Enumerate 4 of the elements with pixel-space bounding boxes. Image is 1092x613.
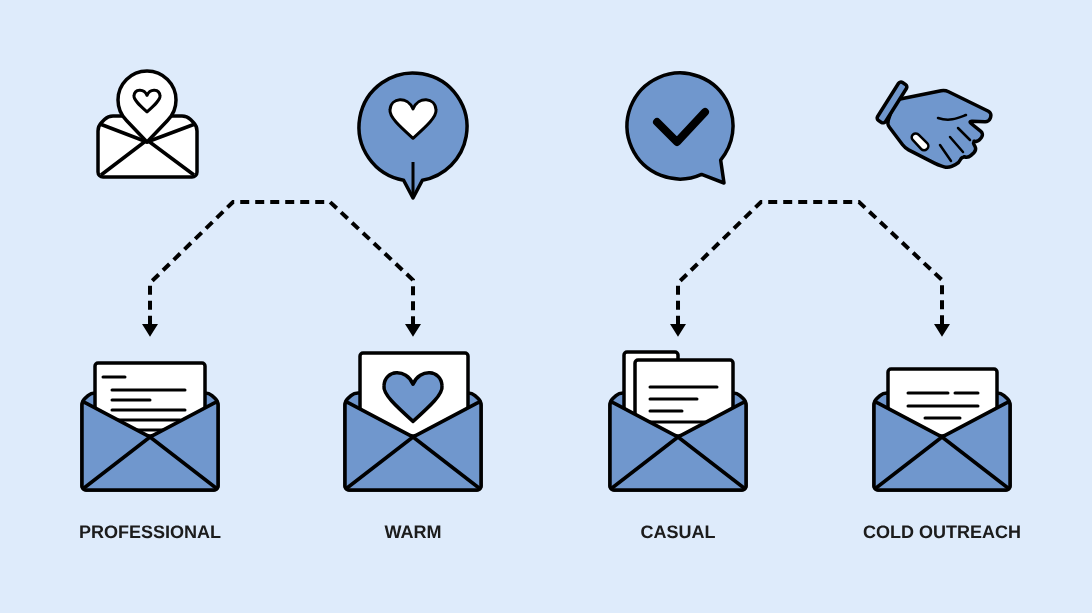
category-label: COLD OUTREACH xyxy=(863,525,1020,539)
category-label: CASUAL xyxy=(641,525,715,539)
category-label: PROFESSIONAL xyxy=(80,525,221,539)
category-label: WARM xyxy=(384,525,441,538)
